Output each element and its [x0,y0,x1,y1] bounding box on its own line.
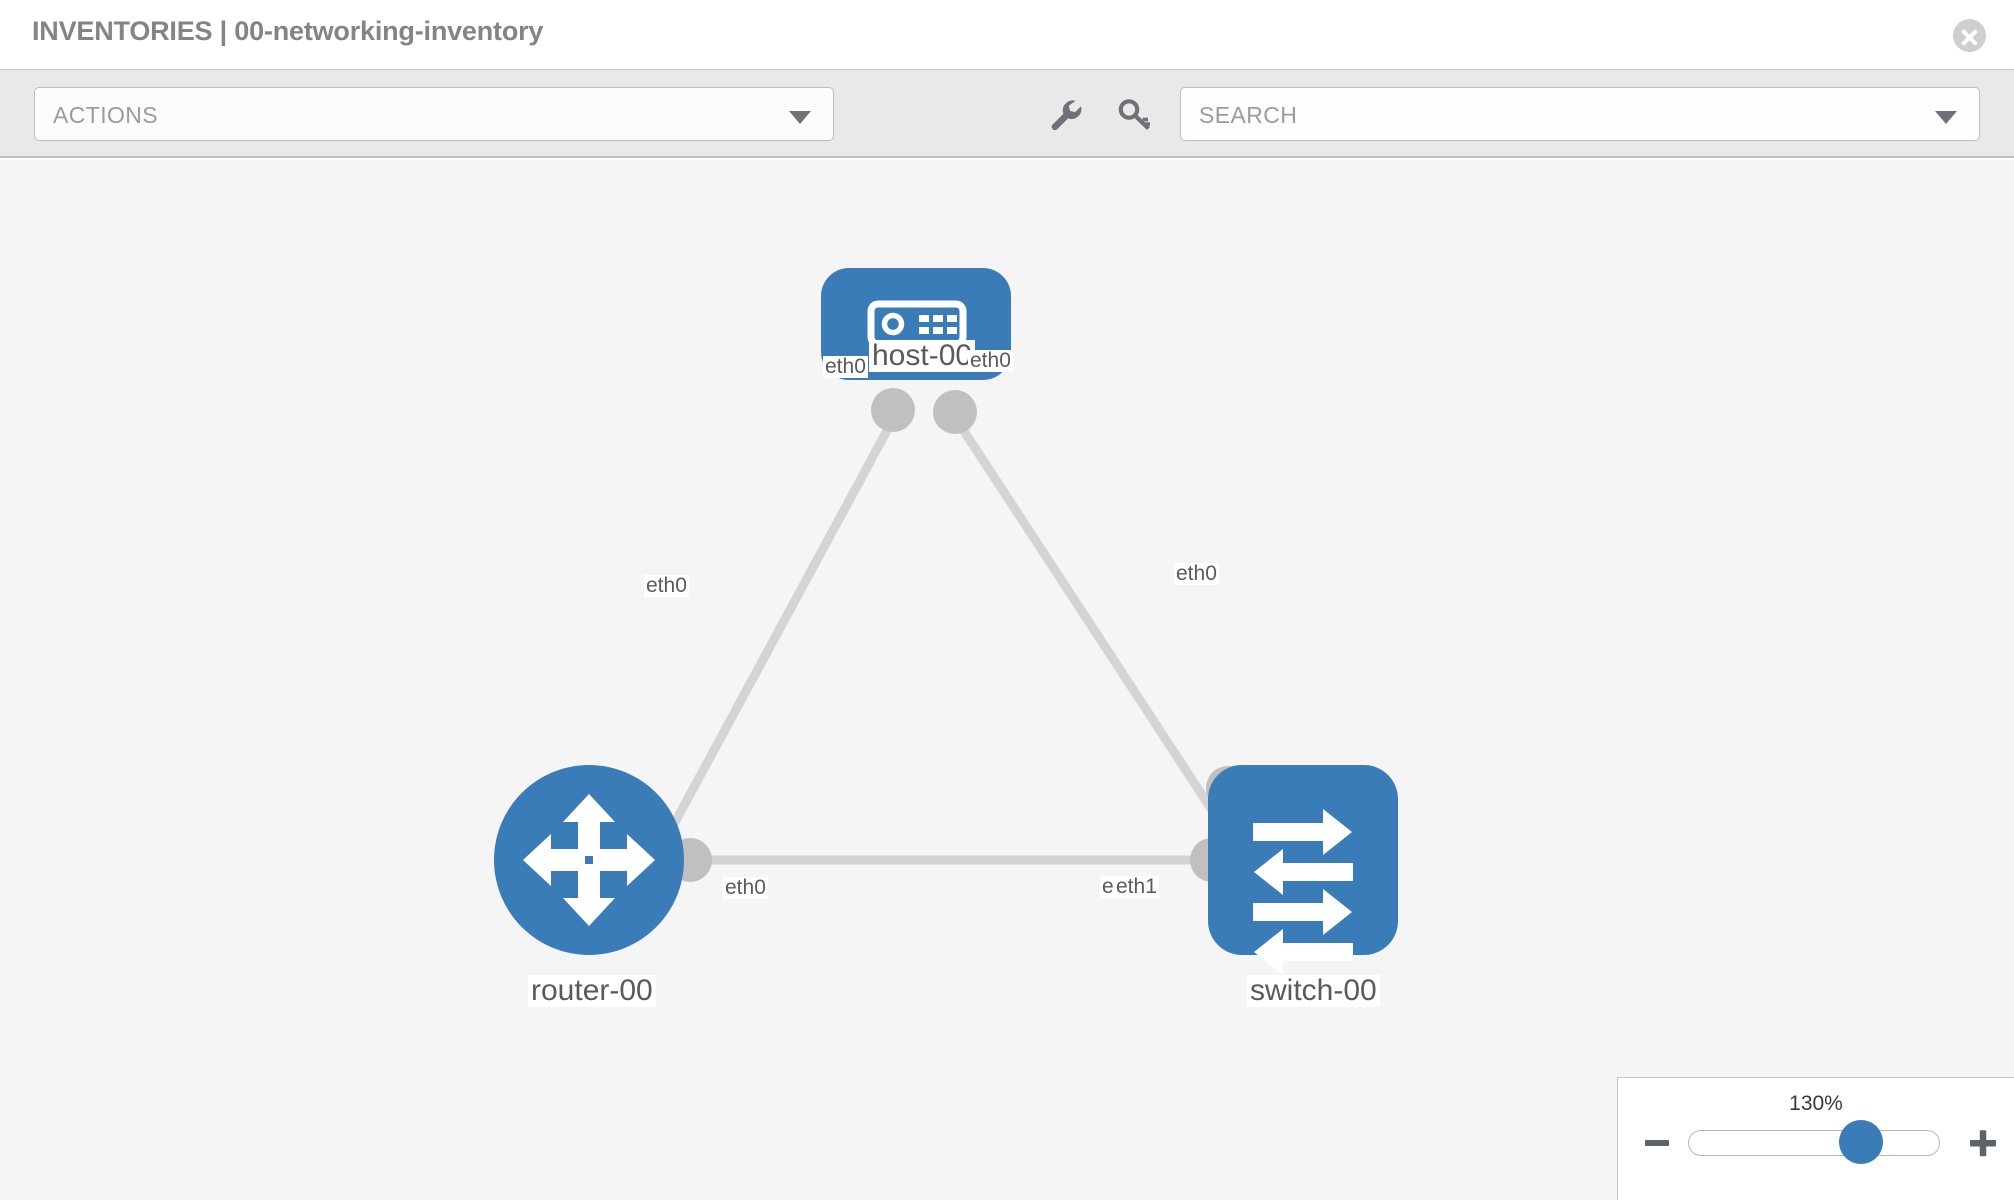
node-switch-00[interactable] [1208,765,1398,975]
switch-icon [1253,809,1353,975]
minus-icon [1645,1140,1669,1146]
actions-label: ACTIONS [53,102,159,128]
iface-label-router00-east: eth0 [723,876,768,900]
zoom-in-button[interactable] [1966,1126,2000,1160]
zoom-slider-thumb[interactable] [1839,1120,1883,1164]
iface-label-router00-north: eth0 [644,574,689,598]
page-title: INVENTORIES | 00-networking-inventory [32,16,544,46]
close-icon [1961,29,1978,46]
node-label-switch-00: switch-00 [1247,975,1380,1007]
link-host00-router00[interactable] [656,422,894,853]
iface-label-switch00-north: eth0 [1174,562,1219,586]
wrench-button[interactable] [1043,92,1087,136]
zoom-level-label: 130% [1789,1092,1843,1115]
iface-label-switch00-west: eth1 [1114,875,1159,899]
router-icon [523,794,655,926]
zoom-out-button[interactable] [1640,1126,1674,1160]
zoom-slider-track[interactable] [1688,1130,1940,1156]
chevron-down-icon [789,111,811,124]
close-button[interactable] [1953,19,1986,52]
node-label-router-00: router-00 [528,975,656,1007]
wrench-icon [1051,100,1082,131]
topology-links [656,422,1229,865]
key-button[interactable] [1113,92,1157,136]
connector-host00-left[interactable] [871,388,915,432]
topology-connectors [668,388,1250,882]
page-header: INVENTORIES | 00-networking-inventory [0,0,2014,70]
iface-label-host00-left: eth0 [823,355,868,379]
toolbar: ACTIONS SEARCH [0,70,2014,158]
chevron-down-icon [1935,111,1957,124]
iface-label-host00-right: eth0 [968,349,1013,373]
link-host00-switch00[interactable] [956,422,1229,833]
actions-dropdown[interactable]: ACTIONS [34,87,834,141]
connector-host00-right[interactable] [933,390,977,434]
node-label-host-00: host-00 [869,340,976,372]
topology-graph [494,268,1398,975]
zoom-control-panel: 130% [1617,1077,2014,1200]
node-router-00[interactable] [494,765,684,955]
plus-icon [1970,1130,1996,1157]
topology-canvas[interactable]: host-00 eth0 eth0 router-00 eth0 eth0 sw… [0,160,2014,1200]
key-icon [1118,99,1150,131]
search-input[interactable]: SEARCH [1180,87,1980,141]
search-placeholder: SEARCH [1199,102,1298,128]
